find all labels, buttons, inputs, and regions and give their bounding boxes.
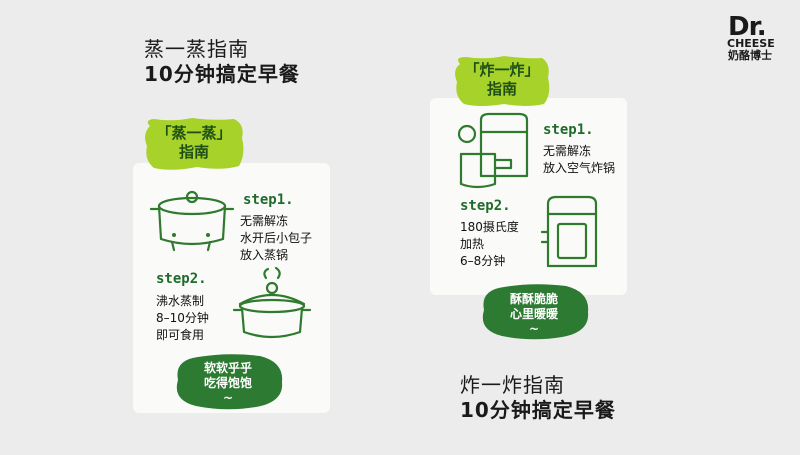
steam-step2-label: step2. xyxy=(156,271,207,287)
steam-blob-tilde: ~ xyxy=(222,391,234,405)
air-fryer-open-icon xyxy=(457,112,529,189)
fry-title-line1: 炸一炸指南 xyxy=(460,373,565,397)
fry-step2-line1: 180摄氏度 xyxy=(460,220,519,234)
steam-step2-line1: 沸水蒸制 xyxy=(156,294,205,308)
fry-blob-shape xyxy=(482,284,589,340)
fry-step1-line1: 无需解冻 xyxy=(543,144,592,158)
fry-step2-label: step2. xyxy=(460,198,511,214)
steam-step1-label: step1. xyxy=(243,192,294,208)
steam-step2-line2: 8–10分钟 xyxy=(156,311,209,325)
logo-cn: 奶酪博士 xyxy=(728,49,772,62)
fry-blob-line2: 心里暖暖 xyxy=(509,307,558,321)
fry-badge-line1: 「炸一炸」 xyxy=(464,61,540,79)
fry-blob-tilde: ~ xyxy=(528,322,540,336)
fry-step2-line3: 6–8分钟 xyxy=(460,254,506,268)
steamer-pot-icon xyxy=(149,190,235,252)
fry-title-line2: 10分钟搞定早餐 xyxy=(460,398,616,422)
steam-badge-line1: 「蒸一蒸」 xyxy=(156,124,232,142)
fry-badge-shape xyxy=(455,56,550,106)
air-fryer-closed-icon xyxy=(540,195,598,268)
fry-blob-line1: 酥酥脆脆 xyxy=(509,292,558,306)
logo-sub: CHEESE xyxy=(727,37,775,50)
steam-blob-line1: 软软乎乎 xyxy=(203,361,252,375)
steam-step1-line2: 水开后小包子 xyxy=(240,231,313,245)
steam-badge-line2: 指南 xyxy=(178,143,209,161)
fry-step2-line2: 加热 xyxy=(460,237,485,251)
steam-blob-shape xyxy=(176,354,283,410)
fry-badge-line2: 指南 xyxy=(486,80,517,98)
steam-blob-line2: 吃得饱饱 xyxy=(203,376,252,390)
steam-badge-shape xyxy=(145,118,244,170)
covered-pot-icon xyxy=(232,266,312,339)
steam-step1-line3: 放入蒸锅 xyxy=(240,248,289,262)
fry-step1-line2: 放入空气炸锅 xyxy=(543,161,616,175)
steam-step1-line1: 无需解冻 xyxy=(240,214,289,228)
logo-main: Dr. xyxy=(728,12,767,42)
steam-title-line2: 10分钟搞定早餐 xyxy=(144,62,300,86)
steam-title-line1: 蒸一蒸指南 xyxy=(144,37,249,61)
steam-step2-line3: 即可食用 xyxy=(156,328,205,342)
fry-card xyxy=(430,98,627,295)
fry-step1-label: step1. xyxy=(543,122,594,138)
